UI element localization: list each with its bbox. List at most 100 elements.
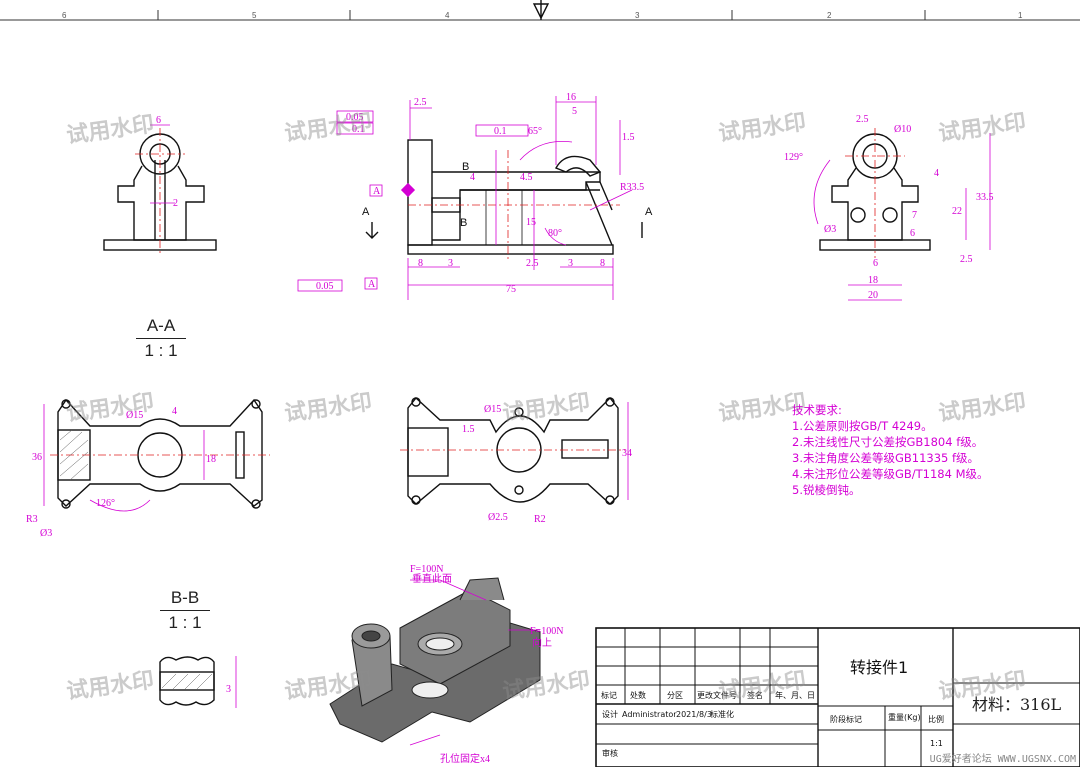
ruler-zone: 2	[827, 11, 832, 20]
dimension-label: 8	[418, 258, 423, 269]
dimension-label: 65°	[528, 126, 542, 137]
dimension-label: 2.5	[960, 254, 973, 265]
dimension-label: 20	[868, 290, 878, 301]
dimension-label: Ø15	[484, 404, 501, 415]
force-label: F=100N	[410, 564, 443, 575]
tb-header: 年、月、日	[775, 690, 815, 700]
tb-date: 2021/8/3	[676, 710, 712, 719]
front-dimensions	[297, 96, 633, 300]
note-item: 2.未注线性尺寸公差按GB1804 f级。	[792, 435, 984, 449]
dimension-label: 33.5	[976, 192, 994, 203]
right-dimensions	[813, 133, 991, 301]
dimension-label: 0.1	[494, 126, 507, 137]
tb-review-label: 审核	[602, 748, 618, 758]
ruler-zone: 4	[445, 11, 450, 20]
dimension-label: 3	[448, 258, 453, 269]
dimension-label: 18	[868, 275, 878, 286]
section-aa-label: A-A	[146, 316, 176, 335]
section-bb-view	[159, 656, 215, 706]
dimension-label: 15	[526, 217, 536, 228]
dimension-label: 129°	[784, 152, 803, 163]
dimension-label: 6	[156, 115, 161, 126]
note-item: 1.公差原则按GB/T 4249。	[792, 419, 933, 433]
dimension-label: 1.5	[462, 424, 475, 435]
tb-weight-label: 重量(Kg)	[888, 712, 921, 722]
tb-header: 标记	[601, 690, 617, 700]
dimension-label: 18	[206, 454, 216, 465]
dimension-label: 2.5	[414, 97, 427, 108]
datum-label: A	[368, 279, 376, 290]
dimension-label: Ø3	[824, 224, 836, 235]
dimension-label: 0.05	[346, 112, 364, 123]
ruler-zone: 1	[1018, 11, 1023, 20]
title-block	[595, 627, 1080, 767]
dimension-label: 34	[622, 448, 632, 459]
section-label: A	[645, 206, 653, 218]
section-label: B	[462, 161, 469, 173]
dimension-label: 4	[934, 168, 939, 179]
dimension-label: R3	[26, 514, 38, 525]
tb-ratio-value: 1:1	[930, 739, 943, 748]
dimension-label: A	[373, 186, 381, 197]
ruler-zone: 6	[62, 11, 67, 20]
hatching	[59, 429, 89, 481]
section-label: A	[362, 206, 370, 218]
section-aa-caption: A-A 1 : 1	[136, 316, 186, 361]
section-bb-caption: B-B 1 : 1	[160, 588, 210, 633]
dimension-label: 2.5	[856, 114, 869, 125]
part-name: 转接件1	[850, 658, 908, 677]
dimension-label: 0.1	[352, 124, 365, 135]
dimension-label: Ø10	[894, 124, 911, 135]
tb-design-label: 设计	[602, 709, 618, 719]
dimension-label: 7	[912, 210, 917, 221]
left-view	[103, 124, 217, 256]
dimension-label: 3	[226, 684, 231, 695]
note-item: 5.锐棱倒钝。	[792, 483, 861, 497]
dimension-label: Ø3	[40, 528, 52, 539]
technical-requirements: 技术要求: 1.公差原则按GB/T 4249。 2.未注线性尺寸公差按GB180…	[792, 402, 989, 498]
dimension-label: 36	[32, 452, 42, 463]
ruler-zone: 5	[252, 11, 257, 20]
note-item: 4.未注形位公差等级GB/T1184 M级。	[792, 467, 989, 481]
dimension-label: 4.5	[520, 172, 533, 183]
dimension-label: 6	[910, 228, 915, 239]
dimension-label: 0.05	[316, 281, 334, 292]
force-direction-label: 向上	[532, 636, 552, 649]
dimension-label: Ø15	[126, 410, 143, 421]
dimension-label: 6	[873, 258, 878, 269]
notes-title: 技术要求:	[792, 403, 842, 417]
dimension-label: R33.5	[620, 182, 644, 193]
top-ruler: 6 5 4 3 2 1	[0, 0, 1080, 21]
ruler-zone: 3	[635, 11, 640, 20]
forum-footer: UG爱好者论坛 WWW.UGSNX.COM	[929, 754, 1076, 765]
section-bb-scale: 1 : 1	[168, 613, 202, 632]
front-view	[407, 139, 620, 262]
dimension-label: 2	[173, 198, 178, 209]
dimension-label: 8	[600, 258, 605, 269]
section-aa-scale: 1 : 1	[144, 341, 178, 360]
tb-header: 签名	[747, 690, 763, 700]
datum-marker-icon	[400, 182, 416, 198]
dimension-label: 80°	[548, 228, 562, 239]
dimension-label: 1.5	[622, 132, 635, 143]
section-aa-right-view	[400, 396, 625, 505]
tb-standard-label: 标准化	[710, 709, 734, 719]
tb-header: 分区	[667, 691, 683, 700]
fixed-holes-label: 孔位固定x4	[440, 752, 490, 765]
dimension-label: 5	[572, 106, 577, 117]
dimension-label: 3	[568, 258, 573, 269]
tb-designer: Administrator	[622, 710, 677, 719]
dimension-label: Ø2.5	[488, 512, 508, 523]
force-direction-label: 垂直此面	[412, 572, 452, 585]
dimension-label: 16	[566, 92, 576, 103]
overall-length-label: 75	[506, 284, 516, 295]
dimension-label: 2.5	[526, 258, 539, 269]
dimension-label: R2	[534, 514, 546, 525]
force-label: F=100N	[530, 626, 563, 637]
tb-stage-label: 阶段标记	[830, 714, 862, 724]
section-label: B	[460, 217, 467, 229]
dimension-label: 4	[172, 406, 177, 417]
isometric-view	[329, 577, 541, 743]
tb-header: 更改文件号	[697, 690, 737, 700]
